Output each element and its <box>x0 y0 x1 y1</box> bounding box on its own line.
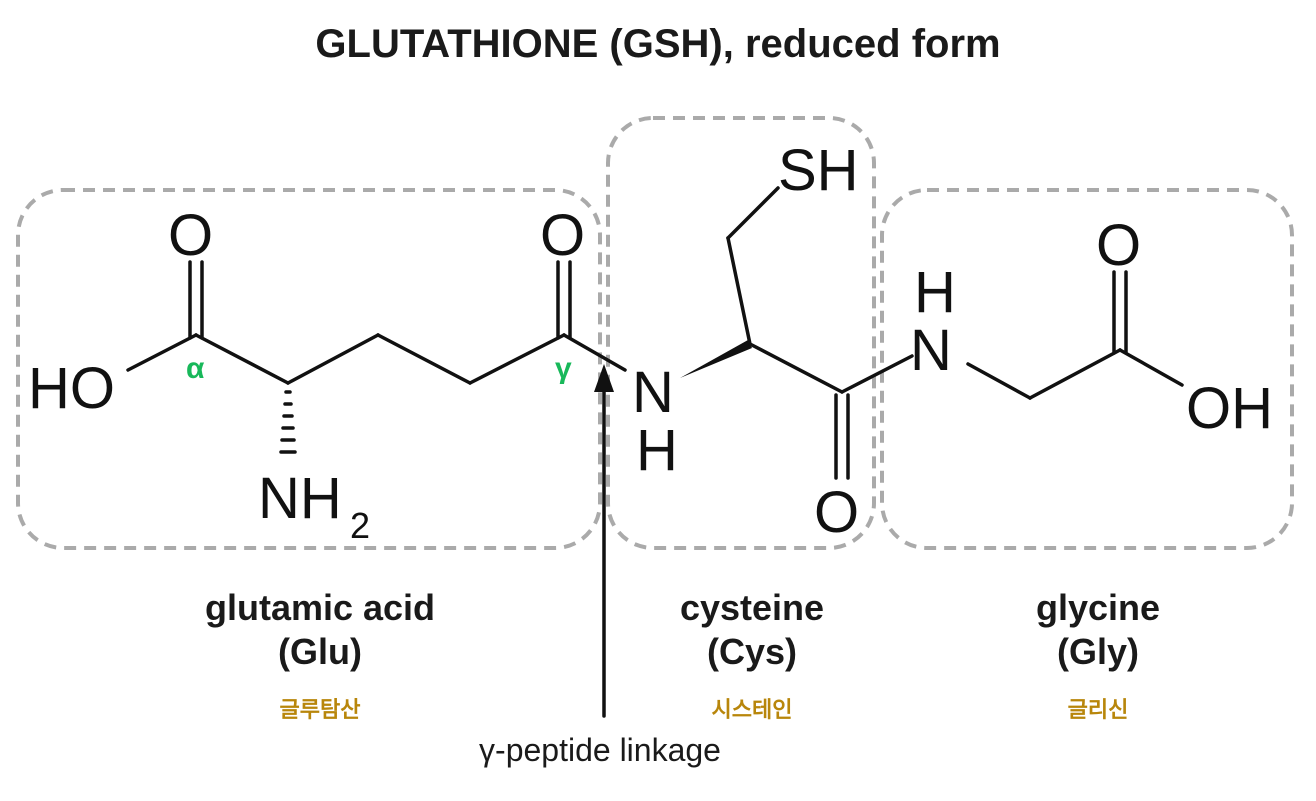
atom-n-cys: N <box>632 360 674 425</box>
atom-oh: OH <box>1186 376 1273 441</box>
hashed-wedge-nh2 <box>279 390 297 454</box>
residue-abbr-cys: (Cys) <box>706 631 798 672</box>
linkage-arrow-head <box>594 364 614 392</box>
atom-o-glu-acid: O <box>168 203 213 268</box>
atom-n-gly: N <box>910 318 952 383</box>
residue-abbr-gly: (Gly) <box>1056 631 1139 672</box>
diagram-title: GLUTATHIONE (GSH), reduced form <box>315 22 1001 66</box>
residue-korean-cys: 시스테인 <box>711 698 793 723</box>
atom-o-gly: O <box>1096 213 1141 278</box>
atom-sh: SH <box>778 138 859 203</box>
residue-name-glu: glutamic acid <box>204 587 436 628</box>
bond-cbeta-cgamma <box>376 333 472 385</box>
residue-korean-glu: 글루탐산 <box>279 698 361 723</box>
bond-c-n-gly <box>840 354 914 394</box>
residue-abbr-glu: (Glu) <box>278 631 362 672</box>
residue-label-cys: cysteine (Cys) <box>602 586 902 674</box>
wedge-bond-n-calpha <box>680 340 752 378</box>
atom-o-cys: O <box>814 480 859 545</box>
atom-nh: NH <box>258 466 342 531</box>
linkage-label: γ-peptide linkage <box>479 732 721 768</box>
atom-subscript-2: 2 <box>350 505 370 546</box>
bond-calpha-cbeta <box>286 333 380 385</box>
bond-calpha-cbeta-cys <box>726 236 752 346</box>
alpha-label: α <box>186 352 205 385</box>
residue-label-glu: glutamic acid (Glu) <box>170 586 470 674</box>
bond-n-calpha-gly <box>966 362 1032 400</box>
atom-h-gly: H <box>914 260 956 325</box>
bond-calpha-c-cys <box>748 342 844 394</box>
residue-label-gly: glycine (Gly) <box>948 586 1248 674</box>
cys-box <box>606 116 876 550</box>
atom-ho: HO <box>28 356 115 421</box>
atom-o-glu-gamma: O <box>540 203 585 268</box>
bond-ho-c1 <box>126 333 198 372</box>
bond-cbeta-s <box>726 186 780 240</box>
bond-cgamma-c <box>468 333 566 385</box>
residue-korean-gly: 글리신 <box>1067 698 1129 723</box>
bond-c1-calpha <box>194 333 290 385</box>
bond-c-n <box>562 333 627 372</box>
gly-box <box>880 188 1294 550</box>
glu-box <box>16 188 602 550</box>
residue-name-gly: glycine <box>1035 587 1161 628</box>
bond-c-oh-gly <box>1118 348 1184 387</box>
atom-h-cys: H <box>636 418 678 483</box>
bond-calpha-c-gly <box>1028 348 1122 400</box>
residue-name-cys: cysteine <box>679 587 825 628</box>
gamma-label: γ <box>555 352 572 385</box>
